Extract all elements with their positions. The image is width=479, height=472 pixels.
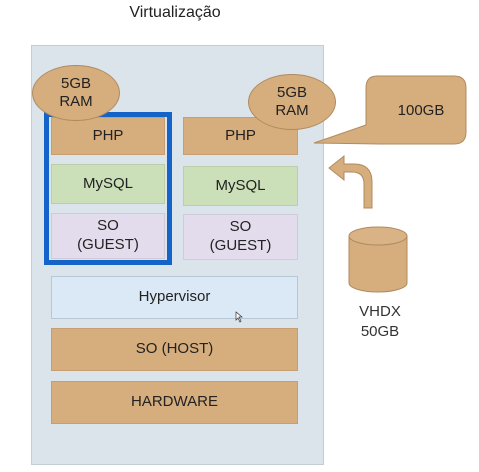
- vm1-ram-line1: 5GB: [60, 75, 91, 92]
- disk-label-line2: 50GB: [360, 322, 400, 340]
- vm1-mysql-label: MySQL: [82, 174, 133, 192]
- vm1-guest-os-layer: SO(GUEST): [51, 213, 165, 259]
- disk-label: VHDX 50GB: [330, 302, 430, 341]
- vm1-ram-line2: RAM: [59, 93, 93, 110]
- vm2-mysql-label: MySQL: [215, 176, 266, 194]
- callout-label: 100GB: [397, 101, 445, 119]
- vm1-mysql-layer: MySQL: [51, 164, 165, 204]
- speech-bubble-icon: [313, 75, 467, 145]
- hypervisor-label: Hypervisor: [138, 288, 211, 306]
- vm1-os-line1: SO: [97, 217, 119, 235]
- curved-arrow-icon: [328, 154, 373, 209]
- cursor-icon: [235, 311, 243, 323]
- diagram-title: Virtualização: [129, 4, 221, 21]
- host-os-label: SO (HOST): [135, 340, 214, 358]
- vm2-os-line1: SO: [229, 218, 252, 236]
- vm2-mysql-layer: MySQL: [183, 166, 298, 206]
- vm2-guest-os-layer: SO(GUEST): [183, 214, 298, 260]
- vm2-ram-line2: RAM: [275, 102, 309, 119]
- vm2-php-label: PHP: [225, 126, 256, 144]
- disk-cylinder-icon: [348, 226, 408, 293]
- disk-label-line1: VHDX: [359, 303, 401, 320]
- hardware-layer: HARDWARE: [51, 381, 298, 424]
- vm1-os-line2: (GUEST): [77, 236, 139, 253]
- hypervisor-layer: Hypervisor: [51, 276, 298, 319]
- hardware-label: HARDWARE: [131, 393, 218, 411]
- vm1-php-layer: PHP: [51, 117, 165, 155]
- vm2-ram-line1: 5GB: [276, 84, 307, 101]
- vm1-php-label: PHP: [92, 126, 124, 144]
- vm2-os-line2: (GUEST): [209, 237, 272, 254]
- host-os-layer: SO (HOST): [51, 328, 298, 371]
- vm1-highlight-frame: [44, 112, 172, 265]
- callout-label-box: 100GB: [377, 84, 465, 138]
